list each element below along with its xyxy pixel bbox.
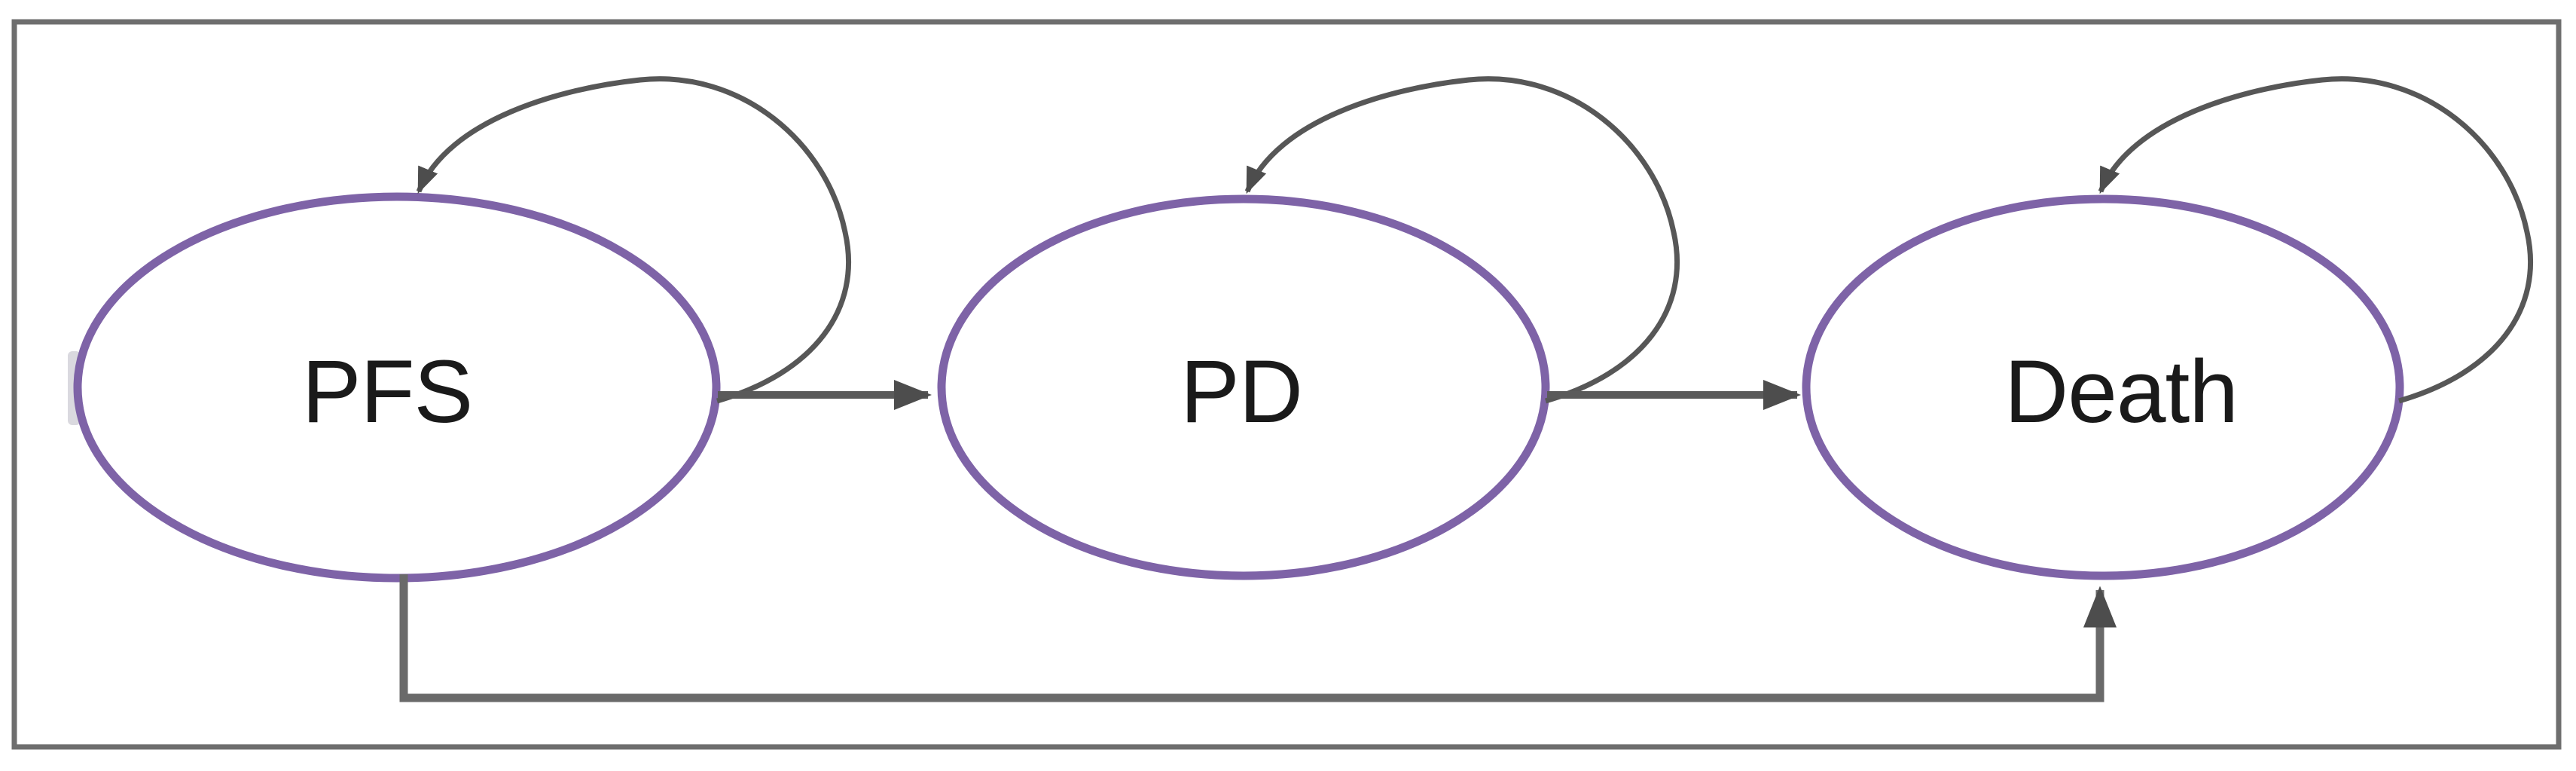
transition-pfs-to-death-arrow xyxy=(399,574,2117,702)
state-pd-label: PD xyxy=(1180,342,1302,442)
diagram-frame-border xyxy=(11,19,2562,750)
state-pfs-ellipse xyxy=(73,192,721,583)
state-death-ellipse xyxy=(1802,194,2404,580)
state-nodes xyxy=(73,192,2404,583)
state-pfs-label: PFS xyxy=(302,342,473,442)
state-labels: PFS PD Death xyxy=(302,342,2239,442)
state-death-label: Death xyxy=(2004,342,2238,442)
state-pd-ellipse xyxy=(937,194,1550,580)
